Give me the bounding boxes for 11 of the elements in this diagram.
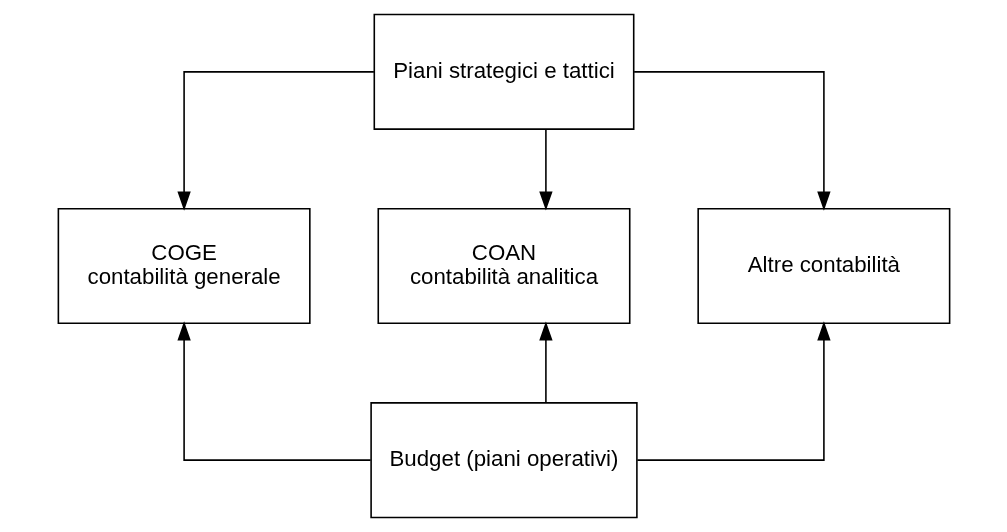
node-box: Budget (piani operativi) xyxy=(369,402,638,519)
arrow xyxy=(176,321,371,461)
arrow xyxy=(176,71,375,211)
arrow xyxy=(632,71,831,211)
node-box: Piani strategici e tattici xyxy=(373,13,634,130)
node-box: COGE contabilità generale xyxy=(57,207,311,325)
arrow xyxy=(538,128,553,211)
arrow xyxy=(636,321,831,461)
arrow xyxy=(538,321,553,404)
node-box: COAN contabilità analitica xyxy=(376,207,631,325)
node-box: Altre contabilità xyxy=(696,207,950,325)
